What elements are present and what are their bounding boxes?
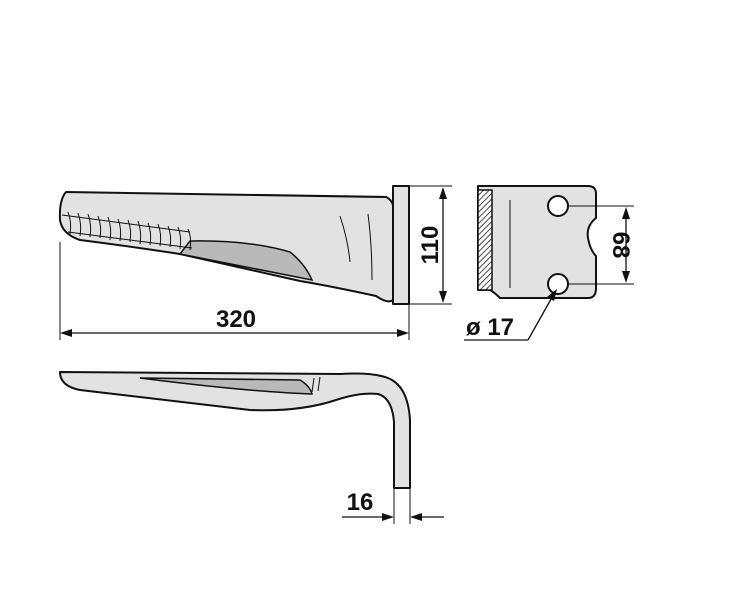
flange-side-view — [477, 185, 597, 299]
upper-hole — [547, 195, 569, 217]
hatched-section — [477, 189, 493, 291]
hole-diameter-label: ø 17 — [466, 314, 514, 341]
tine-top-view — [58, 185, 410, 305]
lower-hole — [547, 273, 569, 295]
dimension-hole-diameter: ø 17 — [464, 289, 557, 341]
dimension-thickness: 16 — [342, 488, 444, 524]
serrated-edge — [61, 211, 193, 251]
hole-spacing-label: 68 — [607, 232, 634, 259]
dimension-length: 320 — [59, 242, 410, 340]
thickness-label: 16 — [347, 489, 374, 516]
length-label: 320 — [216, 306, 256, 333]
height-label: 110 — [417, 226, 444, 265]
dimension-hole-spacing: 68 — [568, 205, 634, 285]
tine-front-view — [59, 371, 411, 489]
mounting-flange — [392, 185, 410, 305]
dimension-height: 110 — [410, 185, 452, 305]
